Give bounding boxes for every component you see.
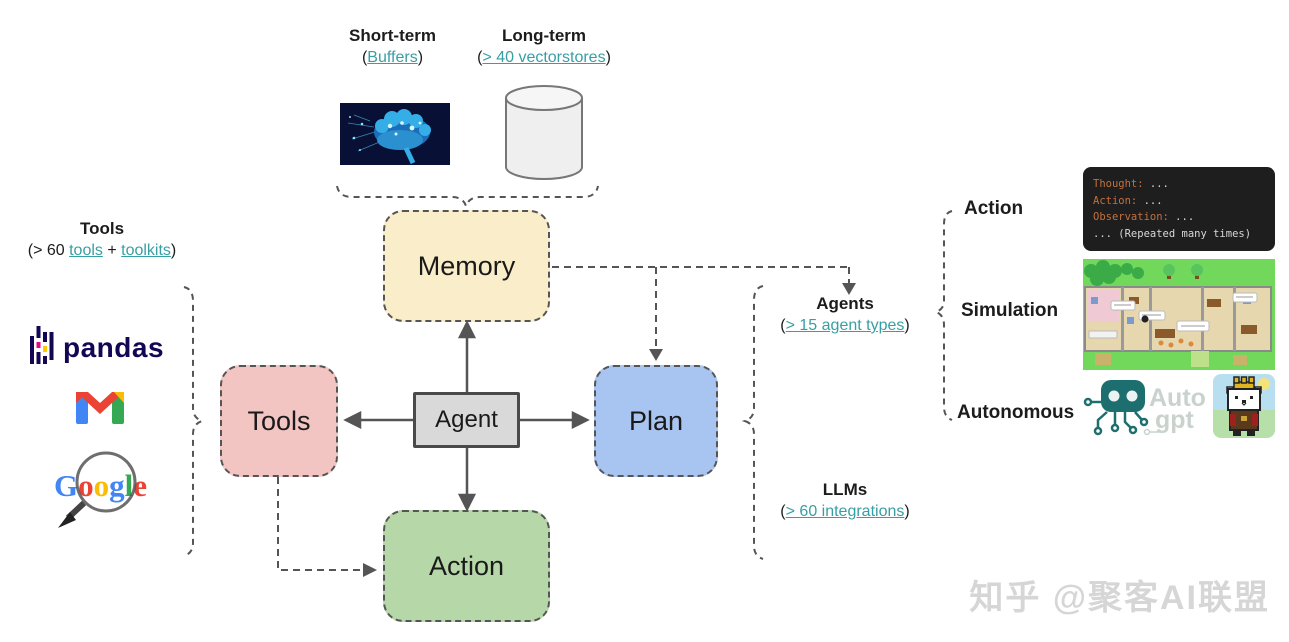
arrowhead-plan bbox=[571, 410, 590, 430]
tools-node-label: Tools bbox=[247, 405, 311, 436]
arrowhead-plan-top bbox=[649, 349, 663, 361]
terminal-text: ... bbox=[1137, 194, 1163, 207]
terminal-keyword: Thought: bbox=[1093, 178, 1144, 190]
buffers-link[interactable]: Buffers bbox=[367, 49, 418, 66]
terminal-text: ... bbox=[1143, 178, 1169, 190]
paren: ( bbox=[361, 49, 368, 66]
tools-section-title: Tools bbox=[79, 219, 125, 238]
action-node-label: Action bbox=[428, 550, 505, 581]
short-term-label: Short-term (Buffers) bbox=[330, 26, 455, 67]
tools-node: Tools bbox=[220, 365, 338, 477]
terminal-line: Observation: ... bbox=[1093, 209, 1265, 226]
google-wordmark: Google bbox=[54, 468, 148, 503]
action-node: Action bbox=[383, 510, 550, 622]
react-trace-screenshot: Thought: ... Action: ... Observation: ..… bbox=[1083, 167, 1275, 251]
tools-link[interactable]: tools bbox=[69, 242, 103, 259]
tools-section-label: Tools (> 60 tools + toolkits) bbox=[8, 219, 196, 260]
vectorstore-cylinder-icon bbox=[505, 85, 583, 180]
arrowhead-action-left bbox=[363, 563, 377, 577]
terminal-line: ... (Repeated many times) bbox=[1093, 226, 1265, 243]
memory-node-label: Memory bbox=[417, 250, 516, 281]
arrowhead-action bbox=[457, 493, 477, 512]
memory-node: Memory bbox=[383, 210, 550, 322]
brace-agent-categories bbox=[933, 210, 953, 421]
agents-title: Agents bbox=[816, 294, 874, 313]
pandas-wordmark: pandas bbox=[63, 332, 165, 363]
brace-tool-logos bbox=[183, 286, 206, 557]
autogpt-word-top: Auto bbox=[1149, 384, 1206, 412]
llms-title: LLMs bbox=[822, 480, 868, 499]
agent-node-label: Agent bbox=[435, 406, 498, 433]
category-autonomous: Autonomous bbox=[957, 402, 1075, 423]
arrowhead-memory bbox=[457, 320, 477, 339]
arrowhead-tools bbox=[343, 410, 362, 430]
google-search-logo: Google bbox=[48, 448, 164, 532]
magnifier-icon bbox=[58, 451, 137, 528]
vectorstores-link[interactable]: > 40 vectorstores bbox=[482, 49, 606, 66]
terminal-keyword: Action: bbox=[1093, 194, 1138, 207]
short-term-title: Short-term bbox=[349, 26, 436, 45]
paren: ) bbox=[605, 49, 611, 66]
watermark: 知乎 @聚客AI联盟 bbox=[969, 579, 1270, 617]
autogpt-logo: Auto gpt bbox=[1083, 380, 1206, 436]
plan-node-label: Plan bbox=[628, 405, 684, 436]
paren: ) bbox=[904, 503, 910, 520]
pandas-icon bbox=[30, 326, 54, 364]
brace-memory-types bbox=[336, 185, 599, 210]
agents-label: Agents (> 15 agent types) bbox=[757, 294, 933, 335]
integrations-link[interactable]: > 60 integrations bbox=[785, 503, 905, 520]
paren: ( bbox=[780, 503, 786, 520]
agent-types-link[interactable]: > 15 agent types bbox=[785, 317, 905, 334]
category-action: Action bbox=[964, 198, 1024, 219]
autogpt-word-bottom: gpt bbox=[1155, 406, 1195, 434]
plan-node: Plan bbox=[594, 365, 718, 477]
pandas-logo: pandas bbox=[30, 326, 164, 370]
brain-image bbox=[340, 103, 450, 165]
plus-sign: + bbox=[102, 242, 122, 259]
terminal-text: ... bbox=[1168, 211, 1195, 223]
gmail-icon bbox=[76, 392, 124, 424]
toolkits-link[interactable]: toolkits bbox=[121, 242, 171, 259]
paren: ( bbox=[477, 49, 483, 66]
agent-node: Agent bbox=[413, 392, 520, 448]
paren: ) bbox=[170, 242, 177, 259]
dashed-tools-to-action bbox=[277, 477, 364, 571]
llms-label: LLMs (> 60 integrations) bbox=[757, 480, 933, 521]
terminal-line: Thought: ... bbox=[1093, 176, 1265, 193]
babyagi-logo bbox=[1213, 374, 1275, 438]
category-simulation: Simulation bbox=[961, 300, 1059, 321]
long-term-title: Long-term bbox=[501, 26, 587, 45]
paren: ) bbox=[417, 49, 424, 66]
terminal-keyword: Observation: bbox=[1093, 211, 1169, 223]
tools-count-prefix: (> 60 bbox=[27, 242, 70, 259]
terminal-line: Action: ... bbox=[1093, 193, 1265, 210]
paren: ( bbox=[780, 317, 786, 334]
simulation-game-screenshot bbox=[1083, 259, 1275, 370]
terminal-text: ... (Repeated many times) bbox=[1093, 227, 1252, 240]
long-term-label: Long-term (> 40 vectorstores) bbox=[458, 26, 630, 67]
paren: ) bbox=[904, 317, 910, 334]
